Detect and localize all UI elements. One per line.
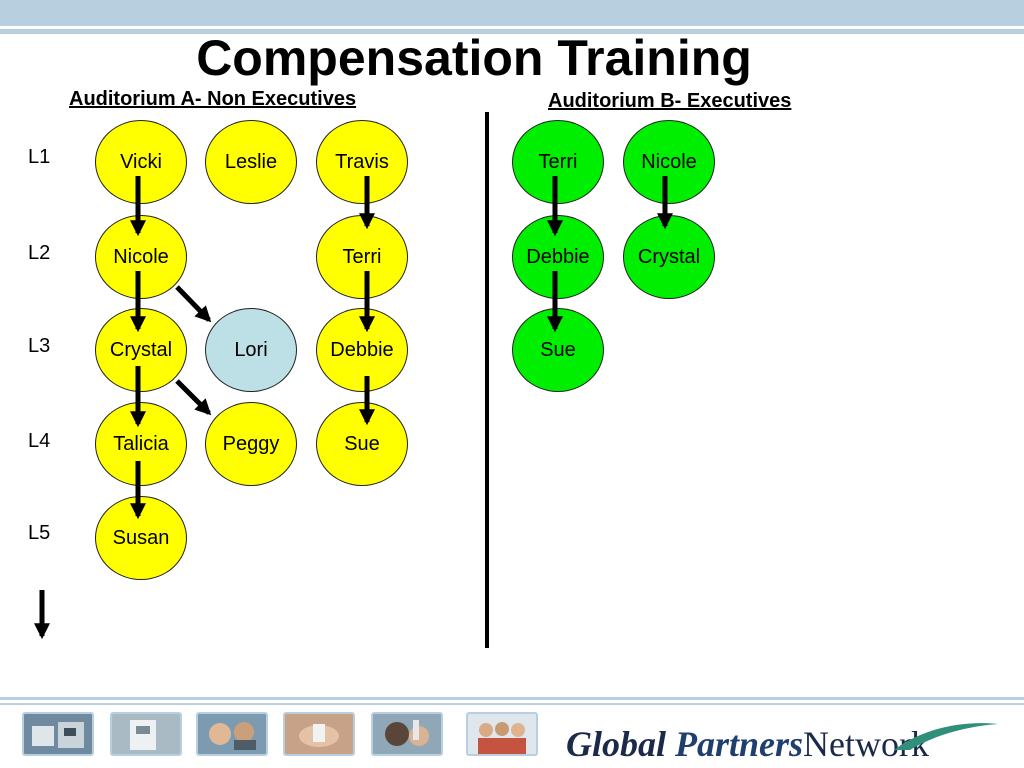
footer-accent-band: [0, 697, 1024, 700]
auditorium-divider: [485, 112, 489, 648]
node-b-nicole: Nicole: [623, 120, 715, 204]
device-photo: [110, 712, 182, 756]
connector-arrows: [33, 176, 674, 640]
node-a-travis: Travis: [316, 120, 408, 204]
node-a-susan: Susan: [95, 496, 187, 580]
hair-treatment-photo: [371, 712, 443, 756]
footer-accent-line: [0, 703, 1024, 705]
node-a-debbie: Debbie: [316, 308, 408, 392]
top-accent-band: [0, 0, 1024, 26]
level-label-l4: L4: [28, 430, 51, 452]
node-a-vicki: Vicki: [95, 120, 187, 204]
top-accent-line: [0, 29, 1024, 34]
node-a-leslie: Leslie: [205, 120, 297, 204]
global-partners-network-logo: Global PartnersNetwork: [566, 724, 930, 764]
node-a-lori: Lori: [205, 308, 297, 392]
logo-swoosh-icon: [894, 723, 998, 750]
node-a-talicia: Talicia: [95, 402, 187, 486]
auditorium-b-heading: Auditorium B- Executives: [548, 90, 792, 112]
level-label-l2: L2: [28, 242, 51, 264]
level-label-l3: L3: [28, 335, 51, 357]
arrow-crystal-peggy: [175, 379, 212, 416]
group-photo: [466, 712, 538, 756]
treatment-photo: [196, 712, 268, 756]
level-label-l5: L5: [28, 522, 51, 544]
node-a-peggy: Peggy: [205, 402, 297, 486]
equipment-photo: [22, 712, 94, 756]
arrow-nicole-lori: [175, 285, 212, 323]
slide-title: Compensation Training: [196, 30, 752, 86]
auditorium-a-heading: Auditorium A- Non Executives: [69, 88, 357, 110]
hand-device-photo: [283, 712, 355, 756]
node-b-terri: Terri: [512, 120, 604, 204]
level-label-l1: L1: [28, 146, 51, 168]
node-b-sue: Sue: [512, 308, 604, 392]
